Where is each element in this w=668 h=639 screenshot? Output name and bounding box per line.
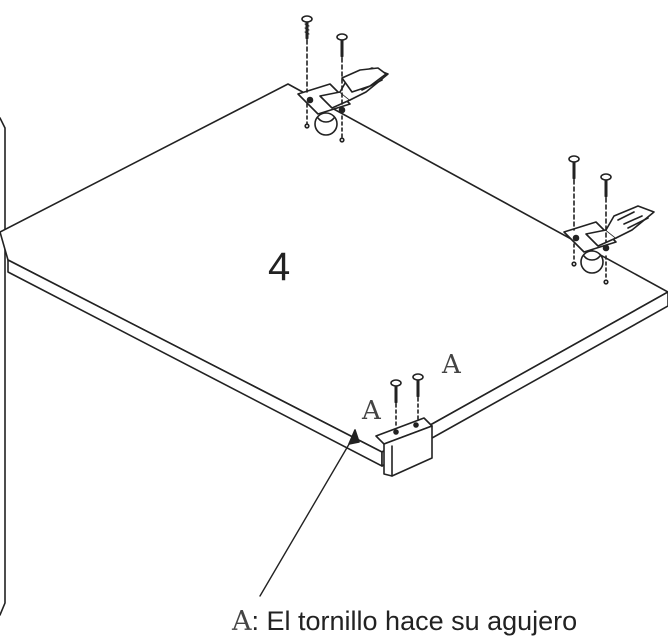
leader-arrowhead — [348, 429, 360, 445]
hinge-right — [563, 205, 655, 274]
caption: A: El tornillo hace su agujero — [232, 606, 577, 637]
marker-a-left: A — [362, 396, 381, 426]
leader-line — [259, 433, 356, 597]
cabinet-side-frame — [0, 117, 6, 616]
front-bracket — [375, 417, 433, 477]
panel-number: 4 — [268, 245, 291, 289]
marker-a-right: A — [442, 350, 461, 380]
shelf-panel-right-edge — [381, 291, 668, 467]
caption-letter: A — [232, 606, 252, 637]
hinge-cup — [314, 112, 338, 136]
hinge-right-screws — [568, 155, 612, 285]
shelf-panel-top — [0, 83, 668, 453]
hinge-cup — [580, 250, 604, 274]
bracket-screws — [390, 373, 424, 429]
caption-text: : El tornillo hace su agujero — [251, 606, 578, 636]
hinge-top-screws — [301, 15, 348, 143]
